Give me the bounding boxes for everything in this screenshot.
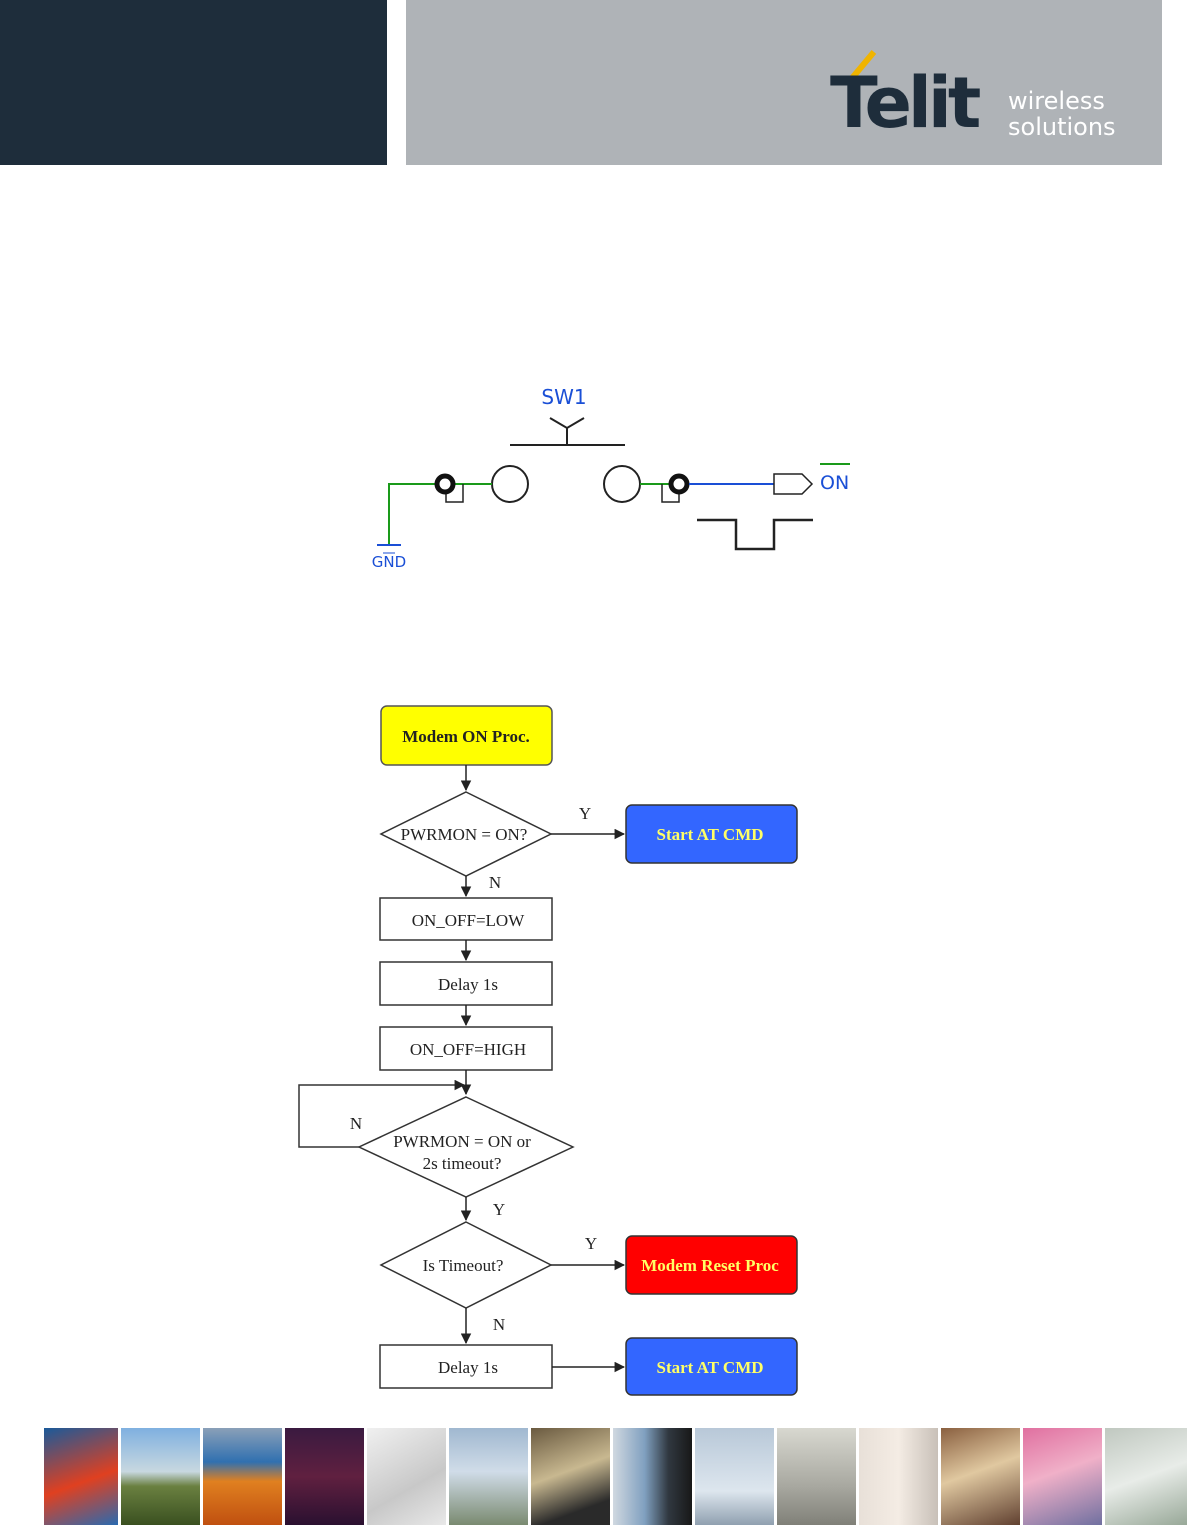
decision3-no-label: N — [493, 1315, 505, 1334]
footer-photo-strip — [44, 1428, 1187, 1525]
left-terminal-node — [437, 476, 453, 492]
pulse-waveform — [697, 520, 813, 549]
clock-display-photo — [285, 1428, 364, 1525]
on-signal-label: ON — [820, 472, 849, 494]
decision2-yes-label: Y — [493, 1200, 505, 1219]
start-at-cmd-label-2: Start AT CMD — [656, 1358, 763, 1377]
wind-turbines-photo — [695, 1428, 774, 1525]
decision2-label-line1: PWRMON = ON or — [393, 1132, 531, 1151]
shipping-containers-photo — [203, 1428, 282, 1525]
on-off-high-label: ON_OFF=HIGH — [410, 1040, 526, 1059]
reset-proc-label: Modem Reset Proc — [641, 1256, 779, 1275]
decision3-label: Is Timeout? — [423, 1256, 504, 1275]
start-at-cmd-label-1: Start AT CMD — [656, 825, 763, 844]
switch-contact-right — [604, 466, 640, 502]
on-port-symbol — [774, 474, 812, 494]
gnd-wire — [389, 484, 435, 545]
decision1-yes-label: Y — [579, 804, 591, 823]
highway-photo — [44, 1428, 118, 1525]
vending-machine-photo — [613, 1428, 692, 1525]
decision2-no-label: N — [350, 1114, 362, 1133]
gnd-label: GND — [372, 553, 406, 571]
atm-photo — [531, 1428, 610, 1525]
on-off-low-label: ON_OFF=LOW — [412, 911, 525, 930]
printing-photo — [1023, 1428, 1102, 1525]
switch-head — [550, 418, 584, 428]
cyclist-photo — [449, 1428, 528, 1525]
switch-contact-left — [492, 466, 528, 502]
decision1-no-label: N — [489, 873, 501, 892]
delay-label-1: Delay 1s — [438, 975, 498, 994]
start-box-label: Modem ON Proc. — [402, 727, 530, 746]
decision3-yes-label: Y — [585, 1234, 597, 1253]
crowd-photo — [941, 1428, 1020, 1525]
modem-on-flowchart: Modem ON Proc. PWRMON = ON? Y Start AT C… — [299, 706, 797, 1395]
decision2-label-line2: 2s timeout? — [423, 1154, 502, 1173]
decision1-label: PWRMON = ON? — [401, 825, 528, 844]
pipes-photo — [859, 1428, 938, 1525]
delay-label-2: Delay 1s — [438, 1358, 498, 1377]
keyboard-photo — [367, 1428, 446, 1525]
switch-schematic: SW1 GND ON — [372, 385, 850, 571]
utility-meter-photo — [777, 1428, 856, 1525]
security-camera-photo — [1105, 1428, 1187, 1525]
right-terminal-node — [671, 476, 687, 492]
phone-pole-photo — [121, 1428, 200, 1525]
sw1-label: SW1 — [541, 385, 586, 409]
